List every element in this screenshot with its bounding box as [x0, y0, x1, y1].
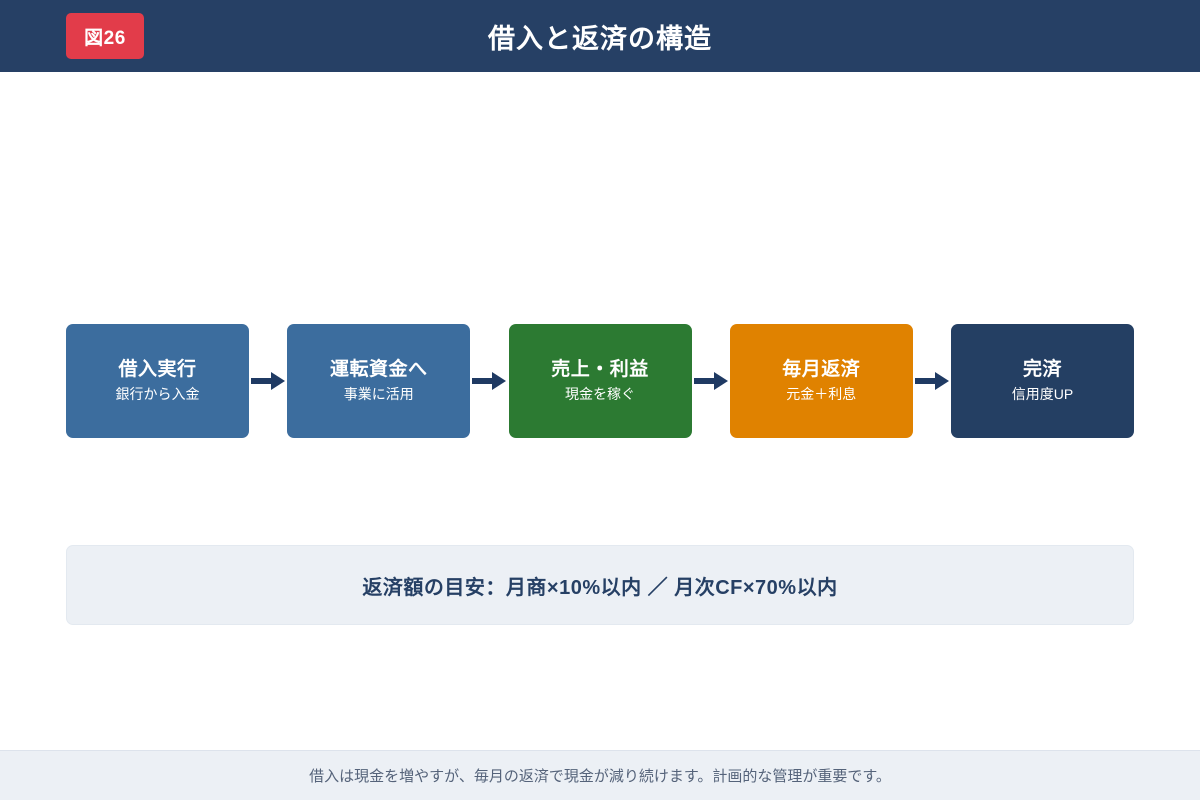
- flow-step-4: 毎月返済 元金＋利息: [729, 324, 913, 438]
- flow-step-5: 完済 信用度UP: [951, 324, 1134, 438]
- flow-step-1-subtitle: 銀行から入金: [115, 385, 200, 402]
- flow-step-2-title: 運転資金へ: [329, 358, 428, 380]
- flow-step-2: 運転資金へ 事業に活用: [287, 324, 471, 438]
- footer-bar: 借入は現金を増やすが、毎月の返済で現金が減り続けます。計画的な管理が重要です。: [0, 750, 1200, 800]
- header-bar: 図26 借入と返済の構造: [0, 0, 1200, 72]
- flow-step-3-title: 売上・利益: [551, 358, 649, 380]
- figure-badge: 図26: [66, 13, 144, 59]
- flow-arrow-3: [692, 324, 730, 438]
- flow-step-3: 売上・利益 現金を稼ぐ: [508, 324, 692, 438]
- flow-step-2-subtitle: 事業に活用: [343, 385, 414, 402]
- flow-step-1-title: 借入実行: [118, 358, 197, 380]
- flow-step-3-subtitle: 現金を稼ぐ: [565, 385, 635, 402]
- flow-step-4-title: 毎月返済: [782, 358, 861, 380]
- flow-step-1: 借入実行 銀行から入金: [66, 324, 249, 438]
- flow-arrow-4: [913, 324, 951, 438]
- guideline-note: 返済額の目安：月商×10%以内 ／ 月次CF×70%以内: [66, 545, 1134, 625]
- page-title: 借入と返済の構造: [488, 23, 712, 54]
- flow-step-4-subtitle: 元金＋利息: [786, 385, 857, 402]
- flow-arrow-1: [249, 324, 287, 438]
- flow-arrow-2: [470, 324, 508, 438]
- flow-step-5-title: 完済: [1022, 358, 1062, 380]
- process-flow: 借入実行 銀行から入金 運転資金へ 事業に活用 売上・利益 現金を稼ぐ 毎月返済…: [66, 324, 1134, 438]
- flow-step-5-subtitle: 信用度UP: [1011, 385, 1074, 402]
